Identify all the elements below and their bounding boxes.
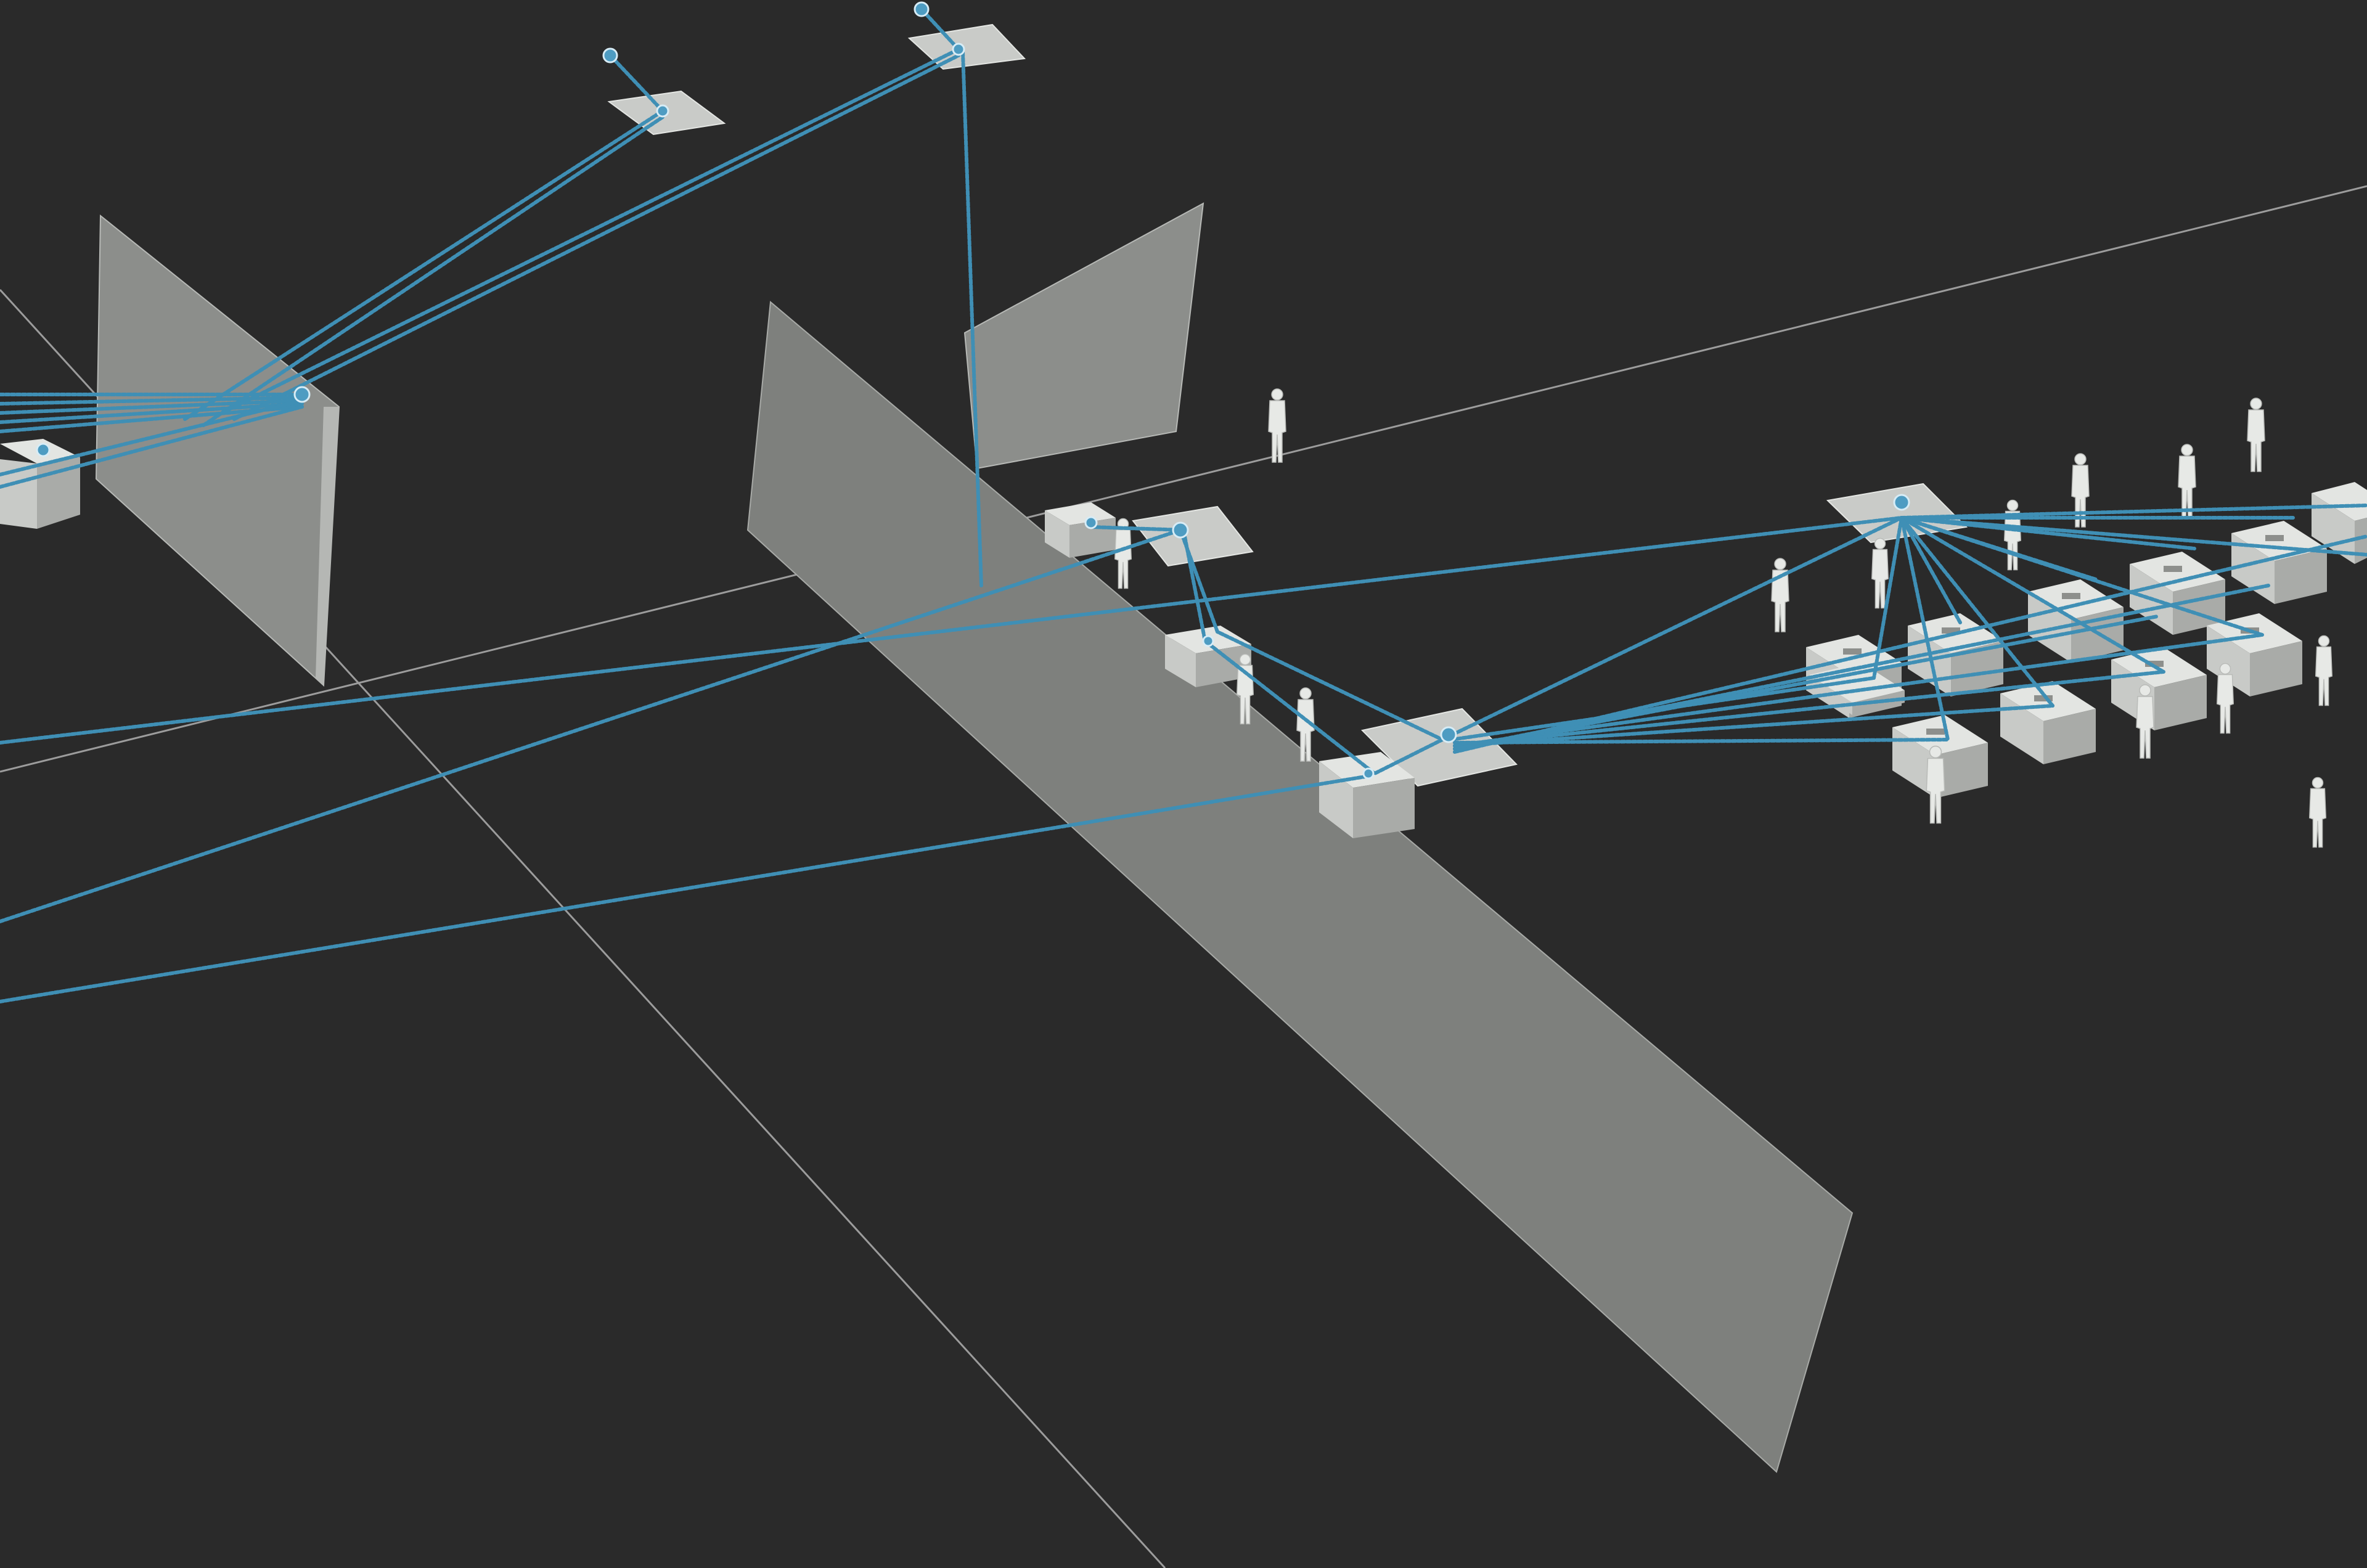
ray-path	[0, 528, 1182, 923]
ray-path	[1900, 516, 1962, 624]
wall-central	[746, 202, 1854, 1473]
ray-path	[1900, 516, 2098, 581]
ray-node	[36, 443, 51, 457]
ray-node	[952, 43, 965, 56]
ray-node	[656, 104, 669, 118]
box	[1045, 502, 1116, 558]
person-figure	[2136, 684, 2154, 759]
ray-path	[0, 399, 304, 415]
ray-path	[0, 775, 1367, 1003]
box	[1892, 715, 1988, 798]
person-figure	[1236, 653, 1254, 725]
ray-traces	[0, 7, 2367, 1003]
ray-path	[0, 405, 304, 489]
ray-node	[293, 386, 311, 403]
person-figure	[1871, 537, 1889, 609]
person-figure	[2308, 777, 2327, 848]
ray-path	[1453, 534, 2367, 754]
person-figure	[1926, 745, 1945, 824]
ray-path	[1900, 516, 1950, 741]
axis-line-horizontal	[0, 185, 2367, 773]
ray-path	[0, 516, 1903, 745]
ray-path	[1872, 516, 1903, 680]
ray-path	[920, 7, 960, 51]
ray-node	[1172, 521, 1189, 539]
person-figure	[1771, 558, 1789, 632]
ray-path	[1447, 516, 1903, 738]
person-figure	[2178, 444, 2196, 518]
ray-nodes	[36, 1, 1910, 780]
ray-path	[1900, 516, 2054, 708]
ray-path	[1900, 516, 2196, 550]
ray-path	[1900, 516, 2367, 557]
ray-node	[1440, 726, 1457, 743]
ray-path	[1453, 704, 2054, 748]
person-figure	[1268, 388, 1286, 463]
ray-node	[602, 47, 618, 63]
ray-path	[183, 109, 664, 421]
ray-node	[1362, 767, 1375, 780]
ray-path	[1179, 528, 1444, 741]
wall-long-panel	[746, 301, 1854, 1473]
ray-path	[1900, 516, 2165, 674]
ray-path	[202, 115, 664, 427]
plate	[1132, 505, 1254, 567]
wall-left	[95, 214, 340, 687]
people	[1114, 388, 2333, 848]
person-figure	[2216, 663, 2234, 734]
wall-back-panel	[963, 202, 1204, 470]
ray-node	[1084, 516, 1098, 529]
ray-path	[1453, 670, 2165, 748]
person-figure	[2315, 635, 2333, 706]
ray-path	[1900, 504, 2367, 520]
ray-path	[1453, 738, 1950, 745]
ray-path	[232, 54, 960, 421]
ray-path	[0, 402, 304, 424]
ray-path	[961, 51, 983, 587]
ray-node	[1202, 635, 1214, 647]
ray-node	[914, 1, 930, 17]
ray-path	[608, 54, 664, 113]
ray-path	[220, 47, 960, 415]
person-figure	[2247, 398, 2265, 472]
ray-path	[1453, 633, 2264, 748]
wall-left-edge	[316, 407, 339, 685]
ray-path	[0, 399, 304, 476]
ray-node	[1893, 494, 1910, 511]
